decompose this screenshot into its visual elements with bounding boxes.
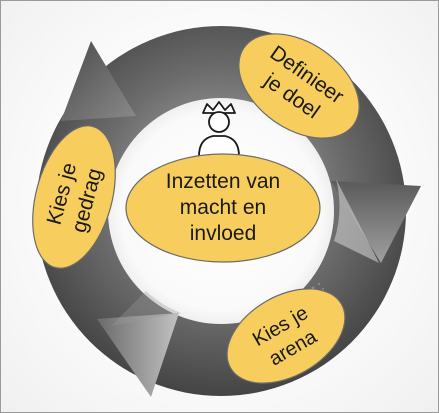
step-choose-behaviour: Kies je gedrag bbox=[32, 125, 116, 269]
center-topic-line1: Inzetten van bbox=[166, 170, 280, 193]
cycle-arrow-right bbox=[331, 181, 421, 263]
center-topic-line3: invloed bbox=[190, 222, 257, 245]
cycle-seam-right bbox=[334, 179, 379, 263]
step-choose-arena: Kies je arena bbox=[226, 288, 346, 384]
sparkle-icon bbox=[311, 282, 324, 290]
cycle-seam-bottom bbox=[111, 291, 181, 326]
cycle-arrow-top-left bbox=[61, 41, 136, 121]
cycle-arrow-bottom bbox=[97, 313, 179, 397]
center-topic-line2: macht en bbox=[180, 196, 266, 219]
center-topic: Inzetten van macht en invloed bbox=[125, 153, 321, 263]
person-with-crown-icon bbox=[198, 101, 240, 157]
